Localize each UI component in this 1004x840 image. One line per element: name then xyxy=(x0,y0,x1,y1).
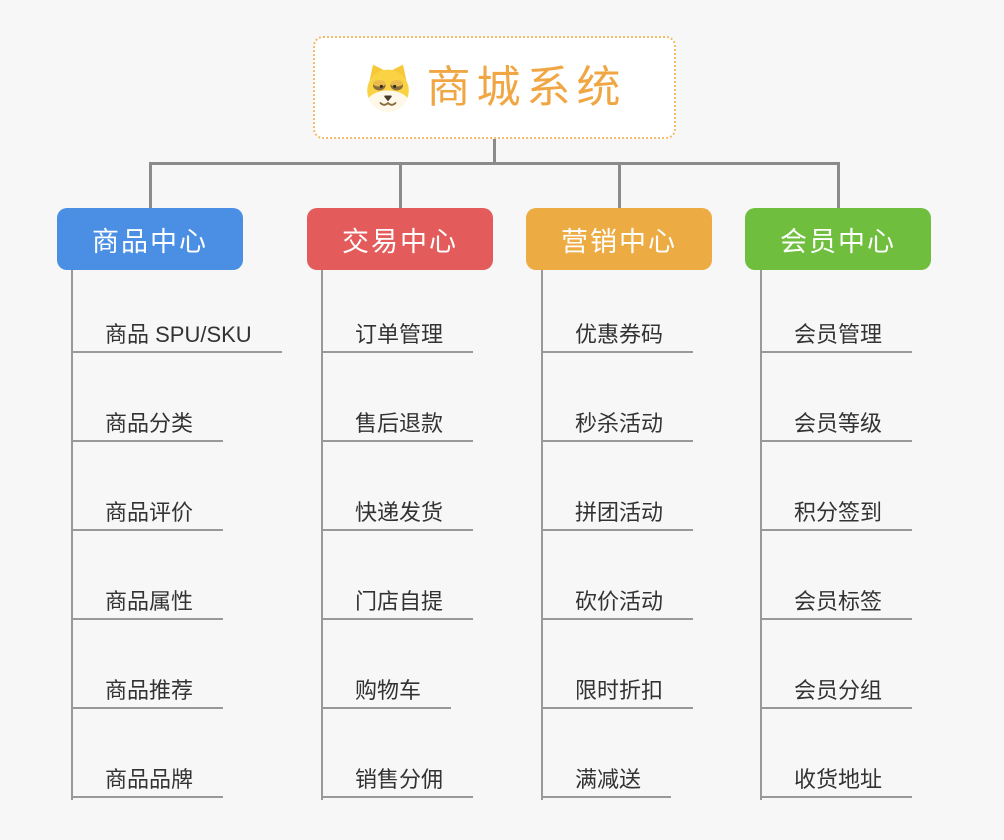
child-node[interactable]: 会员等级 xyxy=(760,407,913,442)
root-node[interactable]: 商城系统 xyxy=(313,36,676,139)
branch-label: 商品中心 xyxy=(92,226,208,257)
branch-label: 营销中心 xyxy=(561,226,677,257)
child-node[interactable]: 门店自提 xyxy=(321,585,474,620)
branch-node-product-center[interactable]: 商品中心 xyxy=(57,208,243,270)
trunk-connector-member xyxy=(760,270,762,800)
trunk-connector-trade xyxy=(321,270,323,800)
child-node[interactable]: 商品评价 xyxy=(71,496,224,531)
child-node[interactable]: 会员分组 xyxy=(760,674,913,709)
child-node[interactable]: 满减送 xyxy=(541,763,672,798)
child-node[interactable]: 会员管理 xyxy=(760,318,913,353)
drop-connector-member xyxy=(837,162,840,208)
branch-horizontal-connector xyxy=(149,162,840,165)
child-node[interactable]: 售后退款 xyxy=(321,407,474,442)
drop-connector-product xyxy=(149,162,152,208)
root-node-title: 商城系统 xyxy=(426,62,627,112)
branch-label: 交易中心 xyxy=(342,226,458,257)
child-node[interactable]: 砍价活动 xyxy=(541,585,694,620)
child-node[interactable]: 商品推荐 xyxy=(71,674,224,709)
child-node[interactable]: 订单管理 xyxy=(321,318,474,353)
child-node[interactable]: 商品属性 xyxy=(71,585,224,620)
child-node[interactable]: 商品 SPU/SKU xyxy=(71,318,282,353)
trunk-connector-marketing xyxy=(541,270,543,800)
branch-node-trade-center[interactable]: 交易中心 xyxy=(307,208,493,270)
child-node[interactable]: 积分签到 xyxy=(760,496,913,531)
child-node[interactable]: 拼团活动 xyxy=(541,496,694,531)
child-node[interactable]: 收货地址 xyxy=(760,763,913,798)
child-node[interactable]: 限时折扣 xyxy=(541,674,694,709)
branch-node-marketing-center[interactable]: 营销中心 xyxy=(526,208,712,270)
child-node[interactable]: 购物车 xyxy=(321,674,452,709)
child-node[interactable]: 销售分佣 xyxy=(321,763,474,798)
child-node[interactable]: 秒杀活动 xyxy=(541,407,694,442)
drop-connector-trade xyxy=(399,162,402,208)
shiba-dog-icon xyxy=(366,64,409,111)
branch-label: 会员中心 xyxy=(780,226,896,257)
child-node[interactable]: 会员标签 xyxy=(760,585,913,620)
child-node[interactable]: 快递发货 xyxy=(321,496,474,531)
root-stem-connector xyxy=(493,139,496,165)
child-node[interactable]: 优惠券码 xyxy=(541,318,694,353)
drop-connector-marketing xyxy=(618,162,621,208)
child-node[interactable]: 商品品牌 xyxy=(71,763,224,798)
branch-node-member-center[interactable]: 会员中心 xyxy=(745,208,931,270)
trunk-connector-product xyxy=(71,270,73,800)
child-node[interactable]: 商品分类 xyxy=(71,407,224,442)
